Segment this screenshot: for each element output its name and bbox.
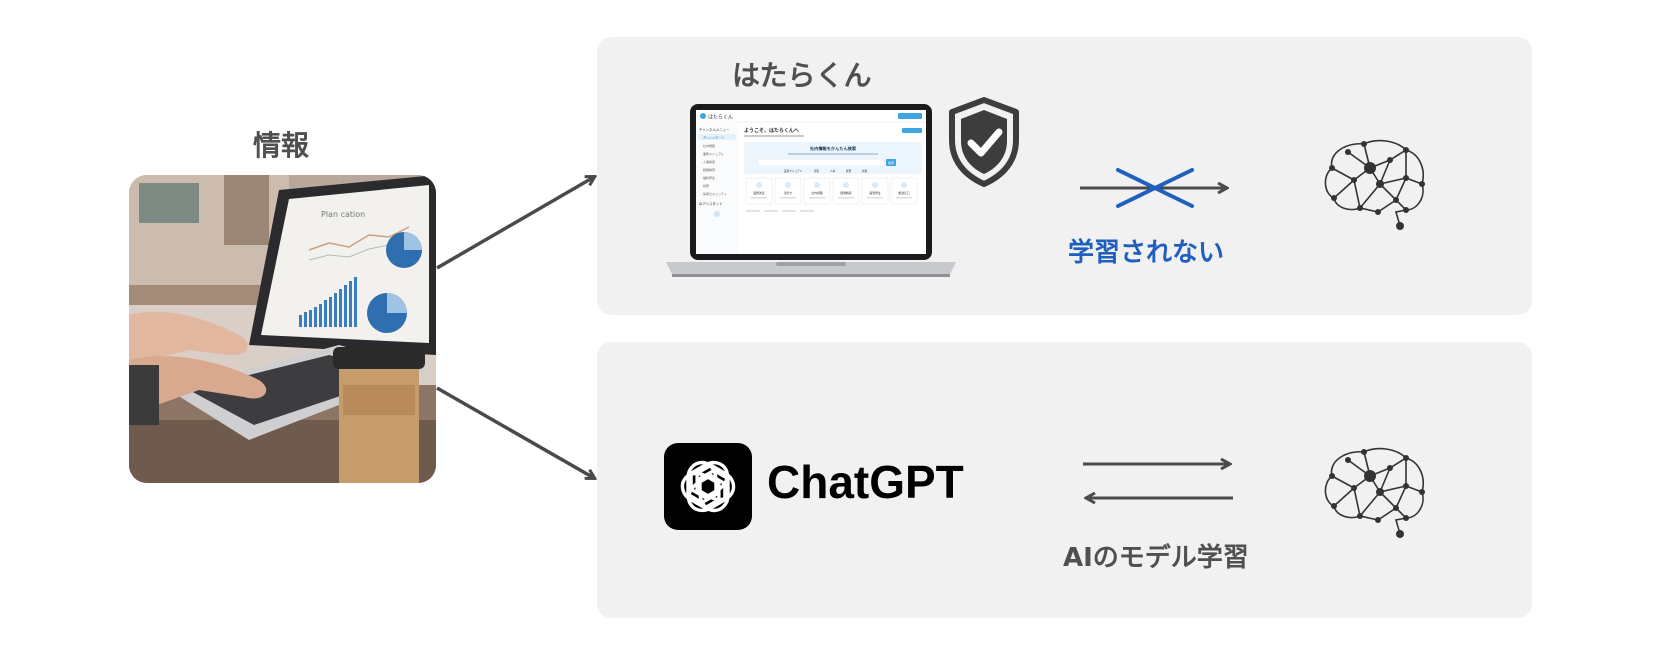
laptop-photo-illustration: Plan cation bbox=[129, 175, 436, 483]
screen-sidebar-item: 福利厚生 bbox=[703, 175, 715, 180]
screen-card: 業務改善 bbox=[753, 191, 764, 195]
arrow-to-bottom-panel bbox=[436, 386, 594, 478]
screen-tag: 総務 bbox=[862, 169, 868, 173]
brain-network-icon bbox=[1324, 139, 1425, 230]
screen-sidebar-section-2: AIアシスタント bbox=[699, 201, 723, 206]
screen-search-button: 検索 bbox=[888, 160, 894, 165]
ai-training-label: AIのモデル学習 bbox=[1063, 543, 1249, 573]
info-title: 情報 bbox=[253, 129, 310, 162]
laptop-photo: Plan cation bbox=[129, 175, 436, 483]
screen-card: 福利厚生 bbox=[869, 191, 880, 195]
laptop-mockup: はたらくん チャンネルメニュー ダッシュボード 社内規程 業務マニュアル 人事制… bbox=[666, 104, 956, 277]
screen-tag: 人事 bbox=[830, 169, 836, 173]
screen-heading: ようこそ、はたらくんへ bbox=[744, 127, 799, 134]
screen-card: 相談窓口 bbox=[898, 191, 909, 195]
openai-logo-icon bbox=[664, 443, 752, 530]
not-trained-label: 学習されない bbox=[1068, 238, 1225, 268]
chatgpt-name: ChatGPT bbox=[767, 456, 964, 508]
arrow-to-top-panel bbox=[436, 177, 594, 270]
screen-sidebar-item: 社内規程 bbox=[703, 143, 715, 148]
hataraku-title: はたらくん bbox=[732, 59, 872, 92]
screen-sidebar-item: 経費精算 bbox=[703, 167, 715, 172]
screen-sidebar-item: 業務マニュアル bbox=[703, 151, 724, 156]
screen-tag: 経費 bbox=[846, 169, 852, 173]
shield-check-icon bbox=[949, 97, 1019, 187]
screen-card: 手続き bbox=[784, 191, 793, 195]
screen-sidebar-item: 総務 bbox=[703, 183, 709, 188]
screen-tag: 業務マニュアル bbox=[784, 169, 802, 173]
screen-tag: 規程 bbox=[814, 169, 820, 173]
brain-network-icon bbox=[1324, 447, 1425, 538]
photo-chart-title: Plan cation bbox=[321, 210, 365, 219]
screen-sidebar-item: 人事制度 bbox=[703, 159, 715, 164]
screen-hero-title: 社内情報をかんたん検索 bbox=[810, 145, 857, 152]
bottom-panel bbox=[597, 342, 1532, 618]
screen-sidebar-item: 情報セキュリティ bbox=[703, 191, 727, 196]
screen-sidebar-item: ダッシュボード bbox=[703, 135, 724, 140]
screen-app-name: はたらくん bbox=[708, 115, 733, 121]
screen-sidebar-section-1: チャンネルメニュー bbox=[699, 127, 730, 132]
screen-card: 社内規程 bbox=[811, 191, 822, 195]
screen-card: 経費精算 bbox=[840, 191, 851, 195]
cross-mark bbox=[1116, 168, 1194, 208]
